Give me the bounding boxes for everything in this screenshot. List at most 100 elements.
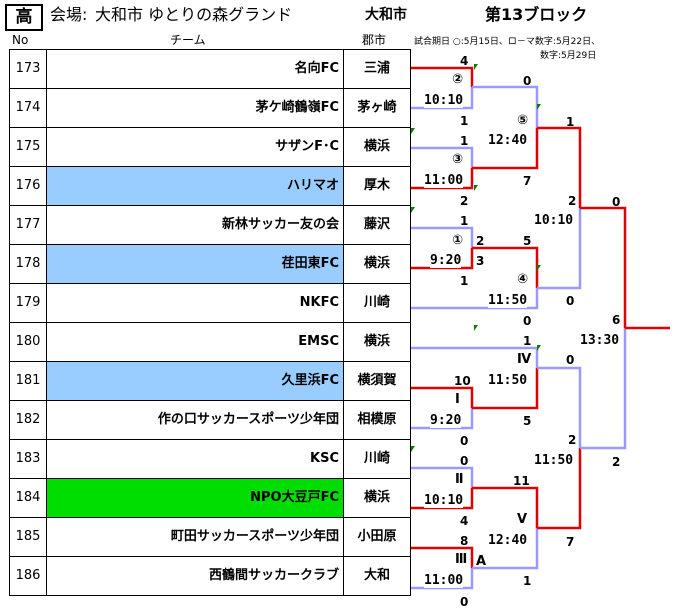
team-name: 町田サッカースポーツ少年団 [46,517,344,557]
team-city: 茅ヶ崎 [343,88,411,128]
match-time: 11:50 [488,373,528,388]
bracket-line [472,246,539,288]
team-name: KSC [46,439,344,479]
venue-name: 大和市 ゆとりの森グランド [95,5,293,24]
corner-mark [474,185,478,191]
team-name: 新林サッカー友の会 [46,205,344,245]
match-time: 10:10 [424,93,464,108]
team-name: NPO大豆戸FC [46,478,344,518]
match-time: 9:20 [430,253,462,268]
score: 0 [566,294,575,308]
team-number: 179 [9,283,47,323]
team-name: NKFC [46,283,344,323]
team-number: 186 [9,556,47,596]
team-number: 185 [9,517,47,557]
team-city: 大和 [343,556,411,596]
bracket-line [537,448,582,530]
bracket-line [472,528,539,570]
corner-mark [411,128,415,134]
score: 0 [460,595,469,609]
match-mark: ② [452,72,464,87]
venue-label: 会場: [50,5,88,24]
score: 3 [476,254,485,268]
team-name: 久里浜FC [46,361,344,401]
bracket-line [411,87,474,110]
match-time: 10:10 [534,213,574,228]
score: 0 [460,434,469,448]
team-name: 西鶴間サッカークラブ [46,556,344,596]
team-number: 175 [9,127,47,167]
team-name: 茅ケ崎鶴嶺FC [46,88,344,128]
bracket-line [411,568,474,590]
team-name: 作の口サッカースポーツ少年団 [46,400,344,440]
corner-mark [411,446,415,452]
score: 1 [566,115,575,129]
bracket-line [472,368,539,410]
col-header-city: 郡市 [362,33,387,47]
team-city: 厚木 [343,166,411,206]
score: 0 [612,195,621,209]
score: 5 [523,234,532,248]
match-mark: ④ [517,272,529,287]
match-time: 13:30 [580,333,620,348]
bracket-line [411,408,474,430]
bracket-line [411,386,474,408]
score: 0 [460,454,469,468]
corner-mark [537,265,541,271]
schedule-note-2: 数字:5月29日 [540,51,597,61]
team-city: 横浜 [343,244,411,284]
bracket-line [411,488,474,510]
match-mark: Ⅱ [455,472,464,487]
bracket-line [472,85,539,128]
bracket-line [472,486,539,528]
category-box: 高 [5,4,43,31]
match-time: 11:50 [488,293,528,308]
score: 2 [568,194,577,208]
score: 8 [460,534,469,548]
score: 1 [460,134,469,148]
score: 1 [460,214,469,228]
match-mark: Ⅳ [517,352,532,367]
score: 4 [460,54,469,68]
score: 0 [523,74,532,88]
schedule-note-1: 試合期日 ○:5月15日、ロ－マ数字:5月22日、 [414,37,601,47]
match-time: 11:50 [534,453,574,468]
corner-mark [537,345,541,351]
score: 6 [612,313,621,327]
score: 1 [460,114,469,128]
team-name: 荏田東FC [46,244,344,284]
match-mark: ③ [452,152,464,167]
match-mark: Ⅴ [517,512,528,527]
team-number: 174 [9,88,47,128]
corner-mark [474,325,478,331]
bracket-line [580,206,627,328]
corner-mark [411,207,415,213]
match-time: 12:40 [488,133,528,148]
match-mark: ⑤ [517,113,529,128]
match-mark: ① [452,233,464,248]
bracket-line [411,66,474,87]
team-city: 横須賀 [343,361,411,401]
bracket-line [411,466,474,488]
score: 1 [523,334,532,348]
bracket-line [411,226,474,248]
score: 0 [566,353,575,367]
bracket-line [472,128,539,170]
host-city: 大和市 [365,7,407,23]
bracket-line [411,146,474,168]
match-mark: Ⅲ [455,552,468,567]
match-time: 12:40 [488,533,528,548]
team-city: 川崎 [343,439,411,479]
team-name: ハリマオ [46,166,344,206]
block-title: 第13ブロック [485,5,588,24]
